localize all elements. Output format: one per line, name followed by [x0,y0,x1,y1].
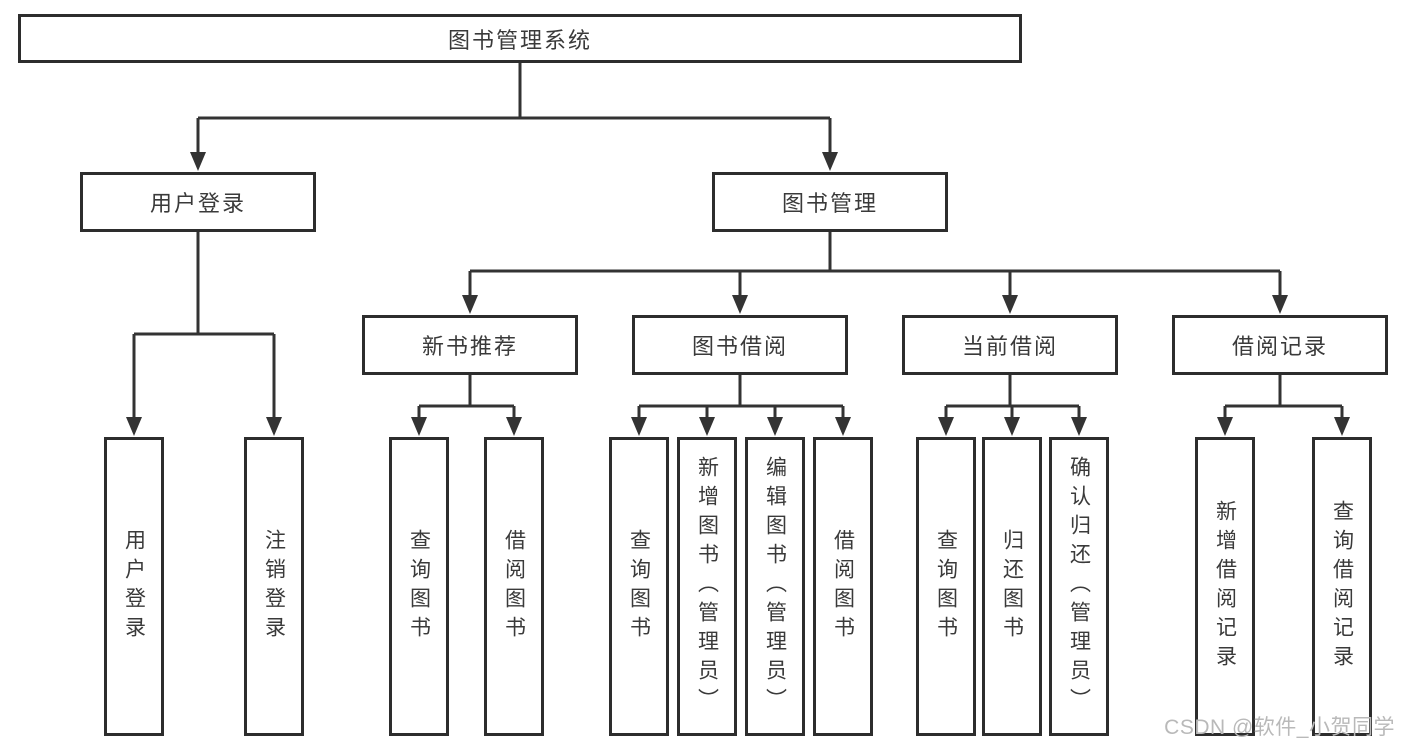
node-book-management: 图书管理 [712,172,948,232]
connector-book-management-to-level3 [462,232,1288,314]
leaf-nbr-query-books-label: 查询图书 [407,528,431,645]
leaf-bb-add-books-admin: 新增图书（管理员） [677,437,737,736]
leaf-bb-borrow-books-label: 借阅图书 [831,528,855,645]
leaf-cb-confirm-return-admin-label: 确认归还（管理员） [1067,456,1091,717]
node-book-management-label: 图书管理 [781,191,878,216]
leaf-bb-query-books-label: 查询图书 [627,528,651,645]
leaf-bb-edit-books-admin: 编辑图书（管理员） [745,437,805,736]
leaf-nbr-query-books: 查询图书 [389,437,449,736]
leaf-br-query-borrow-record: 查询借阅记录 [1312,437,1372,736]
node-current-borrowing: 当前借阅 [902,315,1118,375]
connector-current-borrowing-to-leaves [938,375,1087,436]
connector-root-to-level2 [190,63,838,171]
leaf-cb-query-books-label: 查询图书 [934,528,958,645]
node-user-login-branch: 用户登录 [80,172,316,232]
csdn-watermark: CSDN @软件_小贺同学 [1164,716,1395,739]
leaf-br-query-borrow-record-label: 查询借阅记录 [1330,499,1354,674]
node-new-book-recommend: 新书推荐 [362,315,578,375]
connector-book-borrowing-to-leaves [631,375,851,436]
leaf-br-add-borrow-record: 新增借阅记录 [1195,437,1255,736]
leaf-bb-query-books: 查询图书 [609,437,669,736]
leaf-user-login-label: 用户登录 [122,528,146,645]
node-root: 图书管理系统 [18,14,1022,63]
node-current-borrowing-label: 当前借阅 [961,334,1058,359]
leaf-user-login: 用户登录 [104,437,164,736]
leaf-nbr-borrow-books-label: 借阅图书 [502,528,526,645]
node-borrow-records-label: 借阅记录 [1231,334,1328,359]
leaf-logout-label: 注销登录 [262,528,286,645]
connector-user-login-to-leaves [126,232,282,436]
node-book-borrowing: 图书借阅 [632,315,848,375]
leaf-cb-query-books: 查询图书 [916,437,976,736]
connector-borrow-records-to-leaves [1217,375,1350,436]
leaf-logout: 注销登录 [244,437,304,736]
leaf-bb-add-books-admin-label: 新增图书（管理员） [695,456,719,717]
leaf-bb-edit-books-admin-label: 编辑图书（管理员） [763,456,787,717]
node-borrow-records: 借阅记录 [1172,315,1388,375]
leaf-cb-confirm-return-admin: 确认归还（管理员） [1049,437,1109,736]
node-new-book-recommend-label: 新书推荐 [421,334,518,359]
leaf-nbr-borrow-books: 借阅图书 [484,437,544,736]
leaf-cb-return-books: 归还图书 [982,437,1042,736]
node-book-borrowing-label: 图书借阅 [691,334,788,359]
leaf-br-add-borrow-record-label: 新增借阅记录 [1213,499,1237,674]
node-root-label: 图书管理系统 [447,27,592,53]
connector-new-book-recommend-to-leaves [411,375,522,436]
leaf-cb-return-books-label: 归还图书 [1000,528,1024,645]
node-user-login-branch-label: 用户登录 [149,191,246,216]
leaf-bb-borrow-books: 借阅图书 [813,437,873,736]
